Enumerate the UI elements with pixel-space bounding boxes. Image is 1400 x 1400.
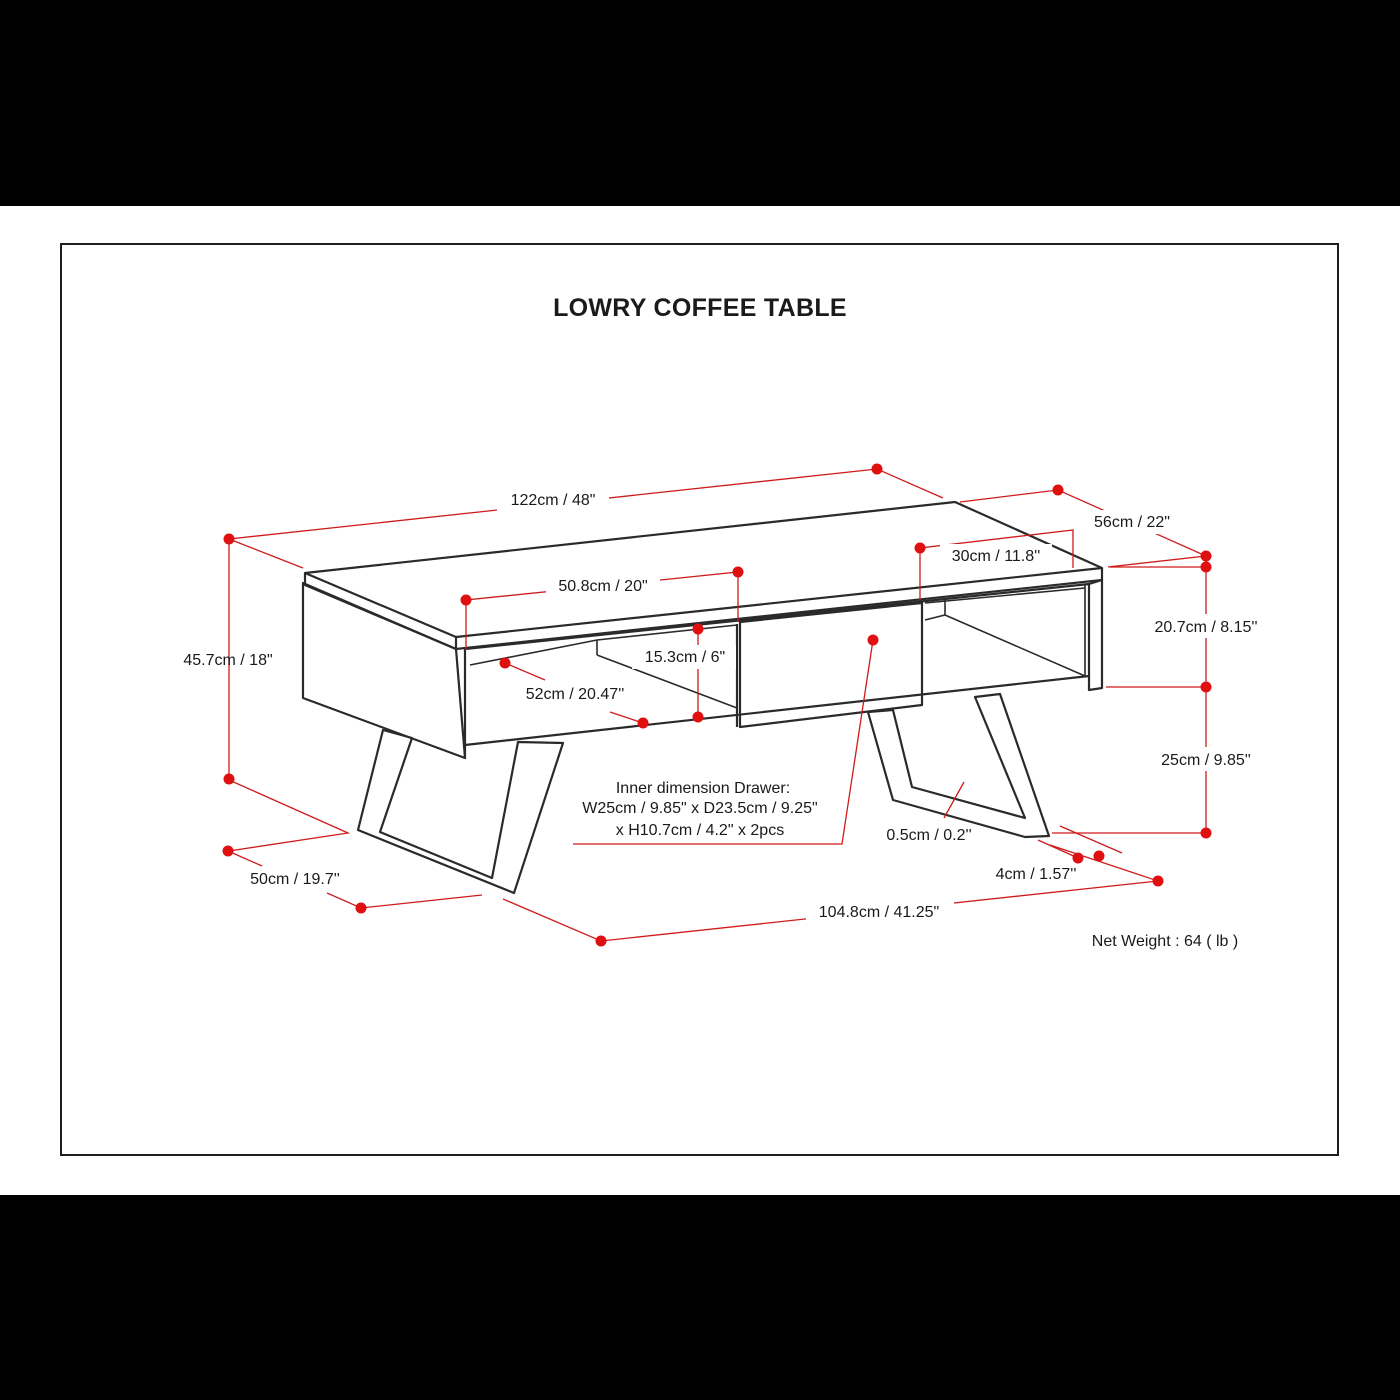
cabinet-front <box>463 582 1091 758</box>
page-title: LOWRY COFFEE TABLE <box>553 294 847 322</box>
label-base-length: 104.8cm / 41.25" <box>819 904 939 921</box>
label-shelf-depth: 52cm / 20.47'' <box>526 686 625 703</box>
right-leg <box>866 692 1051 839</box>
drawing-sheet <box>0 206 1400 1195</box>
label-leg-width: 4cm / 1.57'' <box>996 866 1077 883</box>
label-depth: 56cm / 22" <box>1094 514 1170 531</box>
label-cabinet-height: 20.7cm / 8.15'' <box>1154 619 1257 636</box>
drawing-frame <box>60 243 1339 1156</box>
label-top-length: 122cm / 48" <box>511 492 596 509</box>
net-weight: Net Weight : 64 ( lb ) <box>1092 933 1238 950</box>
drawer-note-line-3: x H10.7cm / 4.2" x 2pcs <box>616 822 784 839</box>
left-end-panel <box>301 581 467 760</box>
label-drawer-width: 30cm / 11.8'' <box>952 548 1041 565</box>
drawer-note-line-1: Inner dimension Drawer: <box>616 780 790 797</box>
top-letterbox <box>0 0 1400 206</box>
left-leg <box>356 728 565 895</box>
dimension-lines <box>222 463 1212 947</box>
dimension-labels: 122cm / 48" 56cm / 22" 30cm / 11.8'' 45.… <box>183 488 1270 950</box>
drawer-front <box>738 601 924 729</box>
drawer-note-line-2: W25cm / 9.85" x D23.5cm / 9.25" <box>582 800 817 817</box>
label-height: 45.7cm / 18" <box>183 652 272 669</box>
table-outline <box>301 500 1104 895</box>
right-end-panel <box>1087 578 1104 692</box>
table-top <box>303 500 1104 639</box>
label-leg-thickness: 0.5cm / 0.2'' <box>886 827 971 844</box>
label-base-depth: 50cm / 19.7'' <box>250 871 340 888</box>
bottom-letterbox <box>0 1195 1400 1400</box>
label-shelf-width: 50.8cm / 20" <box>558 578 647 595</box>
label-leg-height: 25cm / 9.85'' <box>1161 752 1251 769</box>
label-shelf-height: 15.3cm / 6" <box>645 649 725 666</box>
